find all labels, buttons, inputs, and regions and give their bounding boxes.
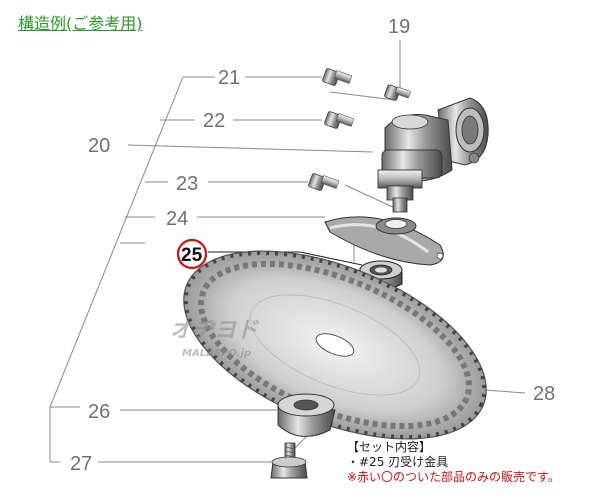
- leader-lines: [49, 40, 526, 463]
- callout-26: 26: [88, 401, 110, 423]
- bolt-icon: [308, 173, 340, 191]
- callout-24: 24: [166, 208, 188, 230]
- callout-28: 28: [533, 383, 555, 405]
- holder-icon: [324, 216, 444, 266]
- callout-19: 19: [388, 16, 410, 38]
- nut-icon: [270, 442, 308, 479]
- cup-icon: [277, 393, 336, 437]
- bolt-icon: [324, 111, 355, 129]
- callout-20: 20: [88, 135, 110, 157]
- watermark-logo: オヂヨド: [170, 318, 260, 343]
- callout-23: 23: [176, 173, 198, 195]
- note-heading: 【セット内容】: [347, 440, 432, 454]
- watermark: オヂヨド MALDEPO.jp: [170, 318, 260, 359]
- note-item: ・#25 刃受け金具: [347, 455, 449, 469]
- watermark-brand: MALDEPO.jp: [182, 348, 251, 359]
- callout-22: 22: [203, 110, 225, 132]
- callout-21: 21: [218, 67, 240, 89]
- gearcase-icon: [377, 97, 489, 213]
- callout-27: 27: [70, 453, 92, 475]
- callout-25: 25: [181, 245, 203, 266]
- bolt-icon: [384, 84, 411, 101]
- highlight-circle: [176, 238, 208, 270]
- bolt-icon: [322, 68, 353, 86]
- diagram-title: 構造例(ご参考用): [18, 14, 143, 33]
- set-contents-note: 【セット内容】 ・#25 刃受け金具 ※赤い〇のついた部品のみの販売です。: [347, 440, 560, 485]
- note-warning: ※赤い〇のついた部品のみの販売です。: [347, 470, 560, 484]
